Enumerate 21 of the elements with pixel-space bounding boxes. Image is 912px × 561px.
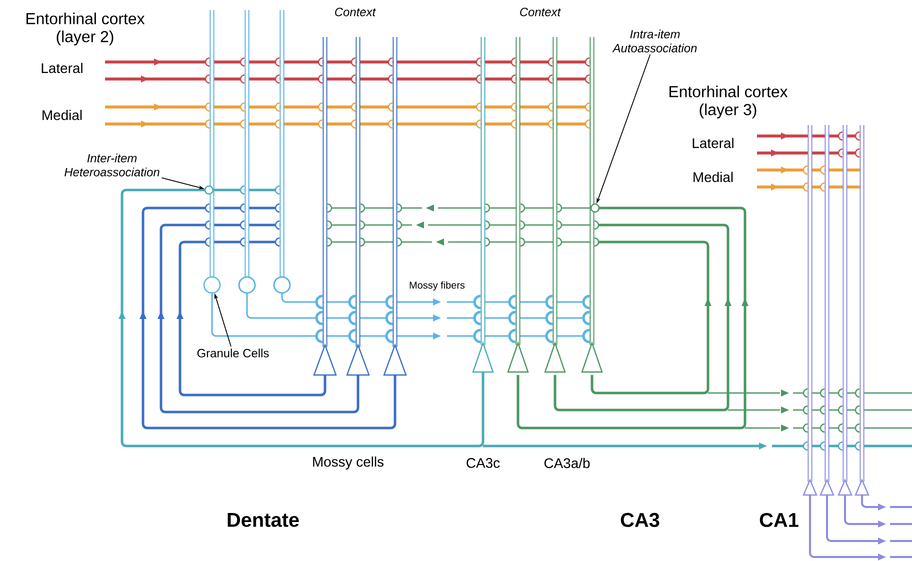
region-title: Dentate bbox=[228, 513, 299, 527]
pathway-label: Medial bbox=[694, 172, 733, 182]
region-label: Entorhinal cortex (layer 2) bbox=[26, 12, 145, 46]
region-title: CA1 bbox=[760, 512, 798, 528]
pathway-label: Medial bbox=[42, 110, 82, 120]
cell-label: Granule Cells bbox=[197, 348, 269, 358]
annotation-label: Intra-item Autoassociation bbox=[612, 30, 697, 52]
region-title: CA3 bbox=[620, 512, 660, 528]
cell-label: CA3a/b bbox=[544, 458, 590, 468]
context-label: Context bbox=[335, 8, 376, 16]
synapse bbox=[204, 185, 214, 195]
granule-cell-body bbox=[203, 276, 221, 294]
cell-label: CA3c bbox=[466, 458, 500, 468]
region-label: Entorhinal cortex (layer 3) bbox=[670, 86, 788, 118]
context-label: Context bbox=[520, 8, 561, 16]
cell-label: Mossy cells bbox=[313, 456, 384, 470]
fiber-label: Mossy fibers bbox=[410, 281, 465, 291]
pathway-label: Lateral bbox=[42, 62, 82, 74]
pathway-label: Lateral bbox=[692, 138, 734, 148]
annotation-label: Inter-item Heteroassociation bbox=[64, 154, 160, 176]
synapse bbox=[590, 203, 600, 213]
